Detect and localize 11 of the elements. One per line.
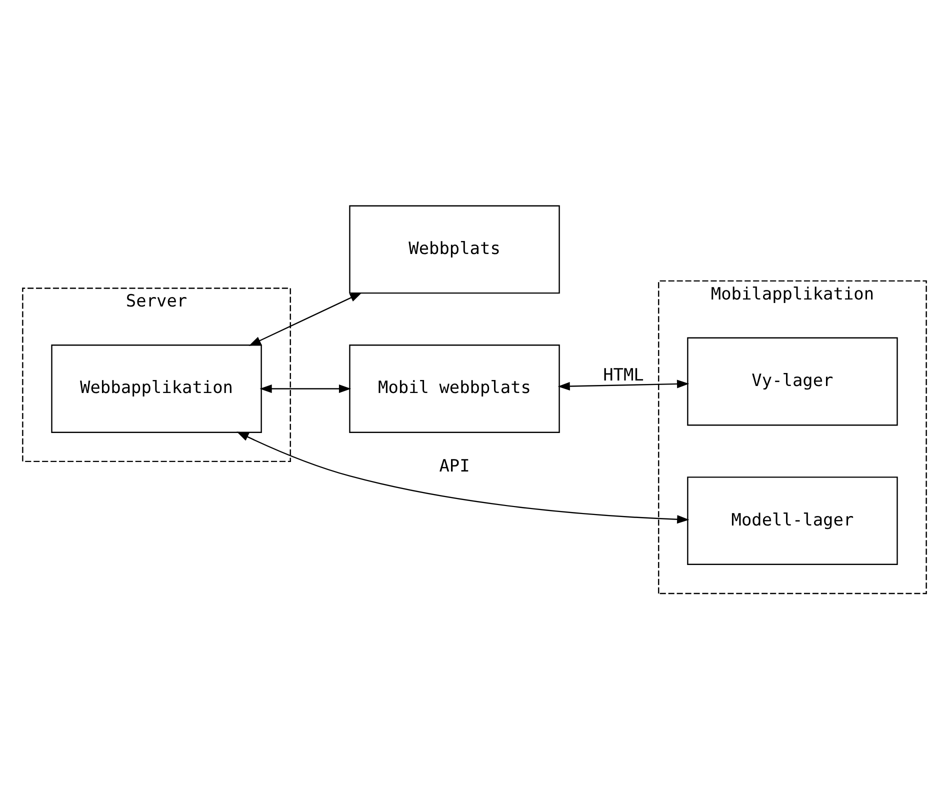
edge-label: HTML xyxy=(603,364,644,385)
edge-label: API xyxy=(439,455,470,476)
node-box: Webbapplikation xyxy=(51,344,262,433)
node-box: Webbplats xyxy=(349,205,560,294)
node-box: Mobil webbplats xyxy=(349,344,560,433)
node-box: Vy-lager xyxy=(687,337,898,426)
arrow xyxy=(260,384,352,393)
arrow xyxy=(558,380,690,391)
arrow xyxy=(236,432,690,524)
arrow xyxy=(248,292,362,346)
node-box: Modell-lager xyxy=(687,476,898,565)
